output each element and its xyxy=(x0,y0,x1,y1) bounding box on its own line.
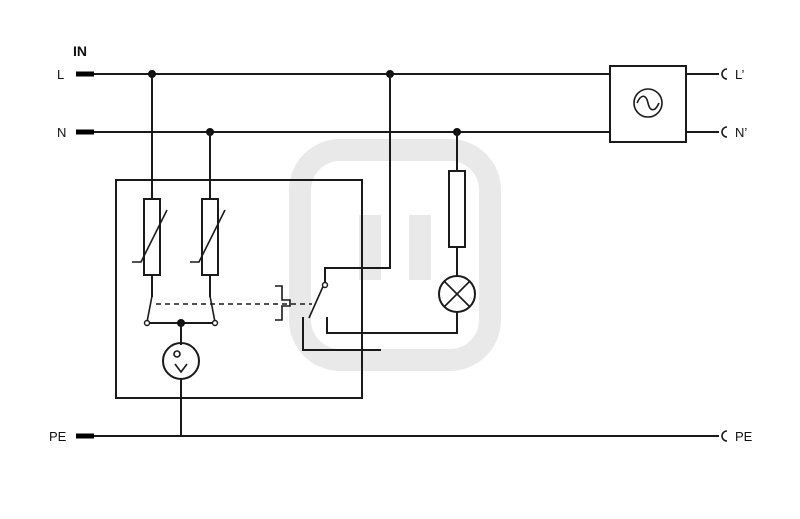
watermark-logo xyxy=(289,139,501,371)
pe-input-label: PE xyxy=(49,429,67,444)
pe-output-label: PE xyxy=(735,429,753,444)
pe-output-terminal xyxy=(721,430,728,442)
device-enclosure xyxy=(115,179,363,399)
remote-signal-contact xyxy=(275,73,458,351)
n-input-label: N xyxy=(57,125,66,140)
n-output-label: N’ xyxy=(735,125,747,140)
fuse-and-indicator-lamp xyxy=(438,131,476,334)
input-label: IN xyxy=(73,43,87,59)
n-output-terminal xyxy=(721,126,728,138)
varistor-n xyxy=(190,131,226,297)
l-output-label: L’ xyxy=(735,67,745,82)
l-output-terminal xyxy=(721,68,728,80)
varistor-l xyxy=(132,73,168,297)
l-input-label: L xyxy=(57,67,64,82)
gas-discharge-tube xyxy=(162,322,200,437)
filter-block xyxy=(609,65,687,143)
